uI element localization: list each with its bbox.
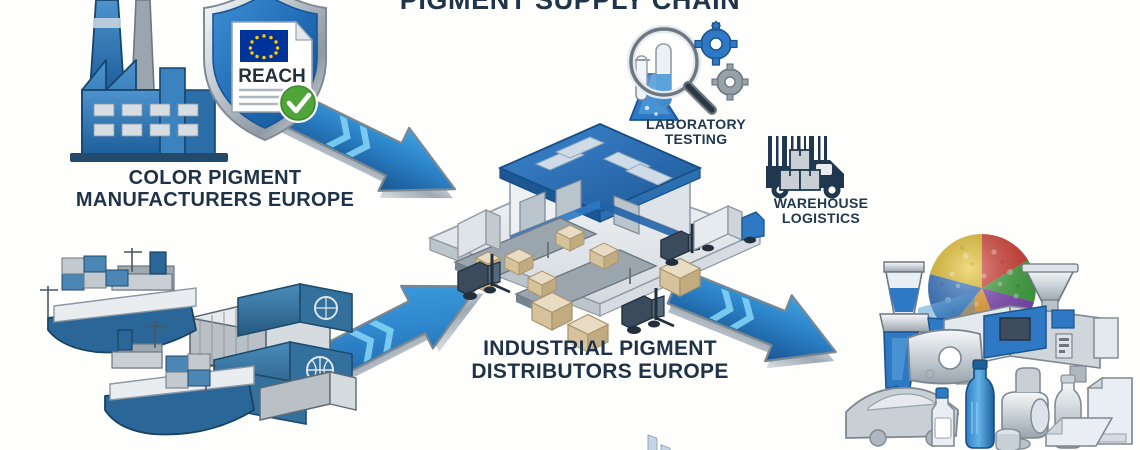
distribution-hub-icon bbox=[427, 123, 765, 450]
cargo-ship bbox=[40, 248, 197, 354]
arrow-factory-to-hub bbox=[276, 89, 457, 199]
label-industrial-pigment-distributors: INDUSTRIAL PIGMENT DISTRIBUTORS EUROPE bbox=[471, 337, 729, 383]
end-use-products-icon bbox=[845, 328, 1133, 450]
reach-badge-text: REACH bbox=[238, 66, 306, 87]
laboratory-testing-icon bbox=[627, 20, 749, 121]
label-warehouse-logistics: WAREHOUSE LOGISTICS bbox=[773, 195, 869, 227]
warehouse-logistics-icon bbox=[766, 136, 844, 199]
gear-icon bbox=[711, 63, 749, 101]
gear-icon bbox=[694, 20, 738, 66]
eu-flag-icon bbox=[240, 30, 288, 62]
label-color-pigment-manufacturers: COLOR PIGMENT MANUFACTURERS EUROPE bbox=[75, 167, 355, 211]
container-shipping-icon bbox=[40, 248, 357, 436]
page-title: PIGMENT SUPPLY CHAIN bbox=[399, 0, 741, 15]
cargo-ship bbox=[104, 322, 255, 436]
forklift-icon bbox=[457, 223, 701, 334]
arrow-hub-to-products bbox=[666, 268, 837, 369]
factory-icon bbox=[70, 0, 228, 162]
container-stack bbox=[165, 282, 357, 432]
delivery-truck-icon bbox=[693, 204, 765, 252]
label-laboratory-testing: LABORATORY TESTING bbox=[646, 116, 746, 148]
boxes-icon bbox=[779, 149, 821, 191]
verified-check-icon bbox=[278, 83, 318, 123]
reach-compliance-badge: REACH bbox=[203, 0, 327, 142]
